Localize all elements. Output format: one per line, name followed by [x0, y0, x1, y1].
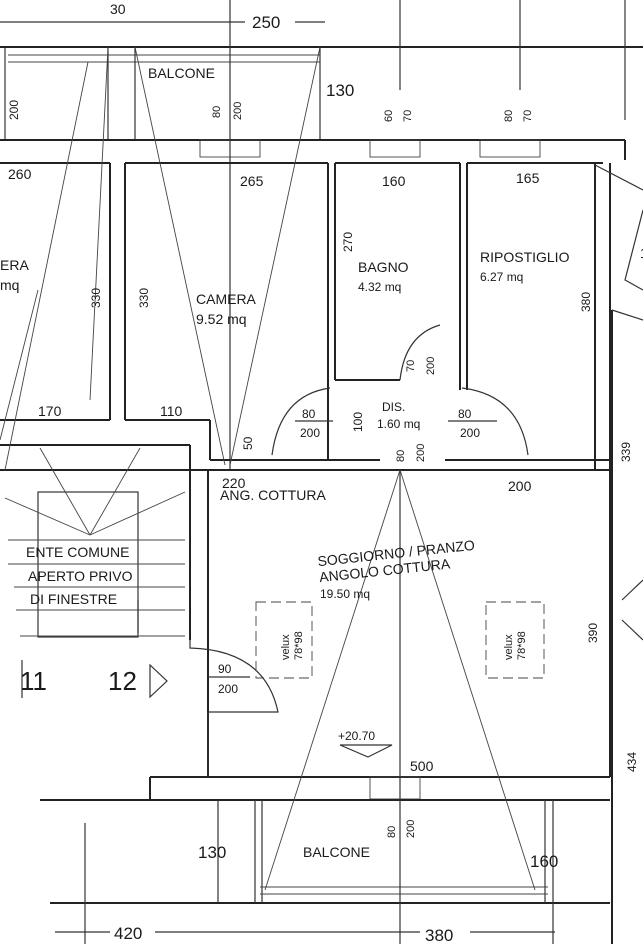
dim-200-center-door: 200 — [415, 444, 427, 462]
level-label: +20.70 — [338, 729, 375, 743]
dim-30: 30 — [110, 1, 126, 17]
common-area-line2: APERTO PRIVO — [28, 568, 133, 584]
dim-130-bottom: 130 — [198, 843, 226, 862]
bagno-label: BAGNO — [358, 259, 409, 275]
dim-130-top: 130 — [326, 81, 354, 100]
dim-partial: 1 — [640, 245, 643, 261]
balcone-top-label: BALCONE — [148, 65, 215, 81]
velux-left: velux 78*98 — [255, 601, 313, 679]
camera-area: 9.52 mq — [196, 311, 247, 327]
dim-434: 434 — [625, 752, 639, 772]
level-marker: +20.70 — [338, 729, 393, 758]
dim-200: 200 — [232, 102, 244, 120]
dimension-labels: 30 250 130 200 80 200 60 70 80 70 260 26… — [7, 1, 643, 944]
dim-250: 250 — [252, 13, 280, 32]
dim-265: 265 — [240, 173, 264, 189]
stair-number-11: 11 — [20, 666, 47, 696]
dim-330: 330 — [89, 288, 103, 308]
dim-50: 50 — [241, 436, 255, 450]
dim-70-door: 70 — [405, 360, 417, 372]
dim-110: 110 — [160, 403, 183, 419]
camera-left-area: mq — [0, 277, 19, 293]
velux-left-label: velux — [280, 634, 292, 660]
dim-165: 165 — [516, 170, 540, 186]
dim-80-left-door: 80 — [302, 407, 316, 421]
camera-left-label: ERA — [0, 257, 29, 273]
dim-170: 170 — [38, 403, 62, 419]
dim-80: 80 — [503, 110, 515, 122]
dim-80-balcony-door: 80 — [386, 826, 398, 838]
dim-330: 330 — [137, 288, 151, 308]
stair-arrow-icon — [149, 663, 168, 699]
dim-70: 70 — [522, 110, 534, 122]
velux-right: velux 78*98 — [485, 601, 545, 679]
bagno-area: 4.32 mq — [358, 280, 401, 294]
dim-390: 390 — [586, 623, 600, 643]
dim-200-left-door: 200 — [300, 426, 320, 440]
dim-90: 90 — [218, 662, 232, 676]
dim-270: 270 — [341, 232, 355, 252]
dim-200-left: 200 — [7, 100, 21, 120]
dim-80: 80 — [211, 106, 223, 118]
ripostiglio-label: RIPOSTIGLIO — [480, 249, 570, 265]
dim-80-right-door: 80 — [458, 407, 472, 421]
dim-70: 70 — [402, 110, 414, 122]
dim-420: 420 — [114, 924, 142, 943]
ripostiglio-area: 6.27 mq — [480, 270, 523, 284]
dim-260: 260 — [8, 166, 32, 182]
common-area-line3: DI FINESTRE — [30, 591, 117, 607]
dim-339: 339 — [619, 442, 633, 462]
dim-160: 160 — [382, 173, 406, 189]
common-area-line1: ENTE COMUNE — [26, 544, 129, 560]
balcone-bottom-label: BALCONE — [303, 844, 370, 860]
dim-200-door: 200 — [425, 357, 437, 375]
camera-label: CAMERA — [196, 291, 257, 307]
dim-380-bottom: 380 — [425, 926, 453, 944]
room-labels: BALCONE ERA mq CAMERA 9.52 mq BAGNO 4.32… — [0, 65, 570, 860]
velux-right-size: 78*98 — [516, 631, 528, 660]
dim-200-kitchen: 200 — [508, 478, 532, 494]
dim-380-right: 380 — [579, 292, 593, 312]
ang-cottura-label: ANG. COTTURA — [220, 487, 326, 503]
sight-lines — [0, 46, 536, 891]
soggiorno-area: 19.50 mq — [320, 587, 370, 601]
stair-number-12: 12 — [108, 666, 137, 696]
dim-160-bottom: 160 — [530, 852, 558, 871]
dim-60: 60 — [383, 110, 395, 122]
velux-left-size: 78*98 — [293, 631, 305, 660]
dim-100: 100 — [351, 412, 365, 432]
dim-200-entry: 200 — [218, 682, 238, 696]
velux-right-label: velux — [503, 634, 515, 660]
dim-500: 500 — [410, 758, 434, 774]
dim-220: 220 — [222, 475, 246, 491]
dim-200-right-door: 200 — [460, 426, 480, 440]
dim-80-center-door: 80 — [395, 450, 407, 462]
dis-label: DIS. — [382, 400, 405, 414]
dim-200-balcony-door: 200 — [405, 820, 417, 838]
dis-area: 1.60 mq — [377, 417, 420, 431]
